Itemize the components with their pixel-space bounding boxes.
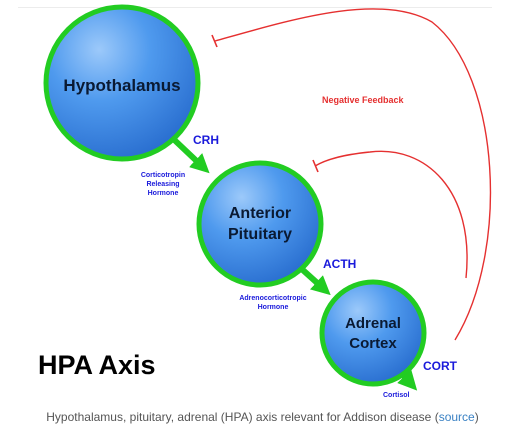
feedback-stop-bar-inner: [312, 159, 319, 173]
caption-open-paren: (: [434, 410, 439, 424]
diagram-title: HPA Axis: [38, 350, 156, 380]
label-crh-desc-line3: Hormone: [148, 190, 179, 197]
label-negative-feedback: Negative Feedback: [322, 95, 405, 105]
node-hypothalamus-label: Hypothalamus: [63, 76, 180, 95]
node-hypothalamus: Hypothalamus: [43, 4, 201, 162]
node-adrenal-cortex-line1: Adrenal: [345, 315, 401, 332]
hpa-diagram: Hypothalamus Anterior Pituitary Adrenal …: [38, 4, 492, 399]
label-crh-desc-line2: Releasing: [146, 181, 179, 188]
feedback-stop-bar-outer: [211, 34, 218, 48]
node-anterior-pituitary: Anterior Pituitary: [196, 160, 324, 288]
label-cort: CORT: [423, 359, 458, 373]
node-adrenal-cortex-line2: Cortex: [349, 335, 397, 352]
label-crh: CRH: [193, 133, 219, 147]
caption-close-paren: ): [474, 410, 479, 424]
caption-text: Hypothalamus, pituitary, adrenal (HPA) a…: [46, 410, 432, 424]
caption-source-link[interactable]: source: [438, 410, 475, 424]
feedback-curve-inner: [314, 150, 468, 279]
feedback-curve-outer: [214, 8, 492, 341]
label-acth-desc-line2: Hormone: [258, 304, 289, 311]
label-crh-desc-line1: Corticotropin: [141, 172, 185, 179]
figure-caption: Hypothalamus, pituitary, adrenal (HPA) a…: [0, 410, 525, 424]
node-anterior-pituitary-line1: Anterior: [229, 205, 291, 222]
top-divider: [18, 7, 492, 8]
node-adrenal-cortex: Adrenal Cortex: [319, 279, 427, 387]
label-acth-desc-line1: Adrenocorticotropic: [239, 295, 306, 302]
node-anterior-pituitary-line2: Pituitary: [228, 226, 292, 243]
label-acth: ACTH: [323, 257, 356, 271]
label-cort-desc: Cortisol: [383, 392, 410, 399]
